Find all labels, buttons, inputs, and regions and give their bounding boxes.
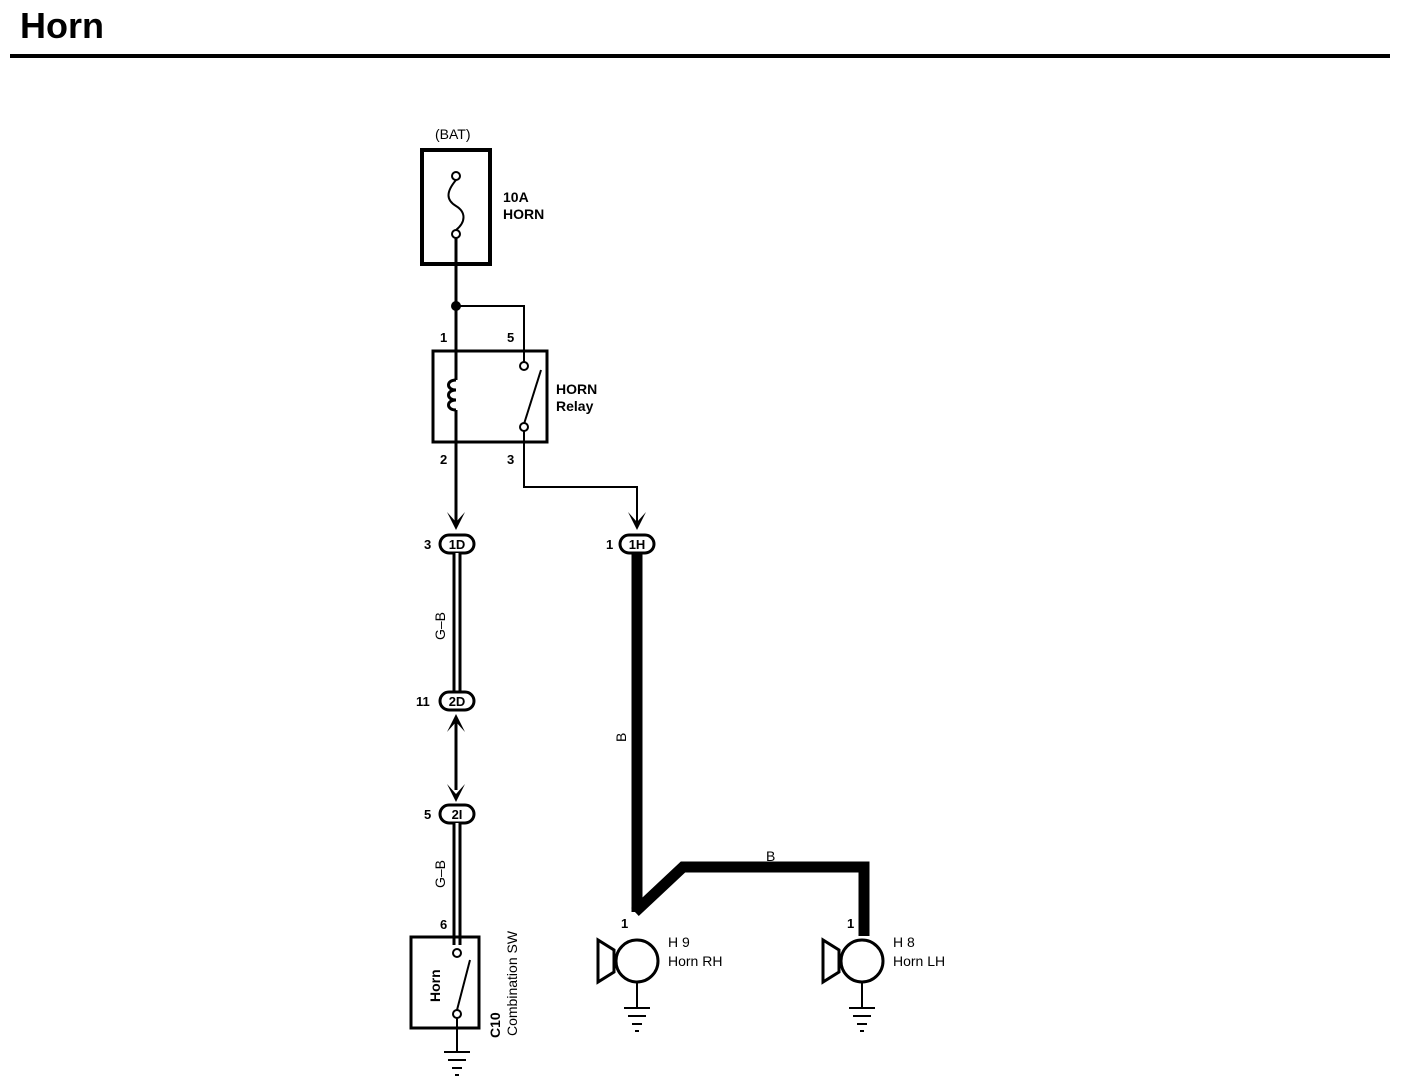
connector-2d-id: 2D: [449, 694, 466, 709]
combination-sw-pin: 6: [440, 917, 447, 932]
connector-2i-id: 2I: [452, 807, 463, 822]
connector-2d: [438, 690, 476, 712]
combination-sw-contact-bottom: [452, 1009, 462, 1019]
ground-horn-lh-icon: [849, 1007, 875, 1032]
connector-1h-id: 1H: [629, 537, 646, 552]
connector-2i-pin: 5: [424, 807, 431, 822]
relay-pin-1: 1: [440, 330, 447, 345]
combination-sw-box: [409, 935, 481, 1030]
connector-1h-arrow-icon: [628, 512, 646, 530]
relay-contact-top: [519, 361, 529, 371]
relay-switch-blade-icon: [523, 369, 542, 425]
relay-pin-5: 5: [507, 330, 514, 345]
horn-rh-bell-icon: [596, 937, 616, 985]
page-title: Horn: [20, 5, 104, 46]
connector-2i-arrow-icon: [447, 784, 465, 802]
wire-splice-to-relay-pin5: [456, 305, 525, 350]
connector-1d-id: 1D: [449, 537, 466, 552]
fuse-terminal-bottom: [451, 229, 461, 239]
connector-1d-arrow-icon: [447, 512, 465, 530]
relay-pin-3: 3: [507, 452, 514, 467]
relay-pin-2: 2: [440, 452, 447, 467]
horn-lh-bell-icon: [821, 937, 841, 985]
combination-sw-inner-label: Horn: [427, 969, 443, 1002]
relay-name-line2: Relay: [556, 398, 594, 414]
horn-lh-pin: 1: [847, 916, 854, 931]
horn-lh-code: H 8: [893, 934, 915, 950]
wire-relay-to-1h: [523, 442, 638, 522]
horn-rh-code: H 9: [668, 934, 690, 950]
relay-coil-icon: [447, 378, 457, 412]
horn-lh-icon: [839, 938, 885, 984]
horn-lh-name: Horn LH: [893, 953, 945, 969]
connector-1h-pin: 1: [606, 537, 613, 552]
wire-b-horizontal-label: B: [766, 848, 775, 864]
title-rule: [10, 54, 1390, 58]
relay-contact-bottom: [519, 422, 529, 432]
wire-gb-upper-label: G–B: [432, 612, 448, 640]
wire-b-vertical-label: B: [613, 733, 629, 742]
ground-horn-rh-icon: [624, 1007, 650, 1032]
battery-label: (BAT): [435, 126, 471, 142]
connector-2d-pin: 11: [416, 694, 430, 709]
fuse-element-icon: [447, 179, 465, 231]
wire-b-to-horn-lh: [631, 861, 870, 936]
fuse-terminal-top: [451, 171, 461, 181]
horn-rh-pin: 1: [621, 916, 628, 931]
connector-2d-arrow-icon: [447, 714, 465, 732]
ground-combination-sw-icon: [444, 1051, 470, 1076]
combination-sw-blade-icon: [456, 959, 471, 1011]
horn-rh-name: Horn RH: [668, 953, 722, 969]
combination-sw-contact-top: [452, 948, 462, 958]
fuse-rating: 10A: [503, 189, 529, 205]
combination-sw-name: Combination SW: [504, 930, 520, 1036]
relay-name-line1: HORN: [556, 381, 597, 397]
relay-box: [431, 349, 549, 444]
connector-1d-pin: 3: [424, 537, 431, 552]
fuse-name: HORN: [503, 206, 544, 222]
combination-sw-code: C10: [487, 1012, 503, 1038]
wire-gb-lower-label: G–B: [432, 860, 448, 888]
horn-rh-icon: [614, 938, 660, 984]
